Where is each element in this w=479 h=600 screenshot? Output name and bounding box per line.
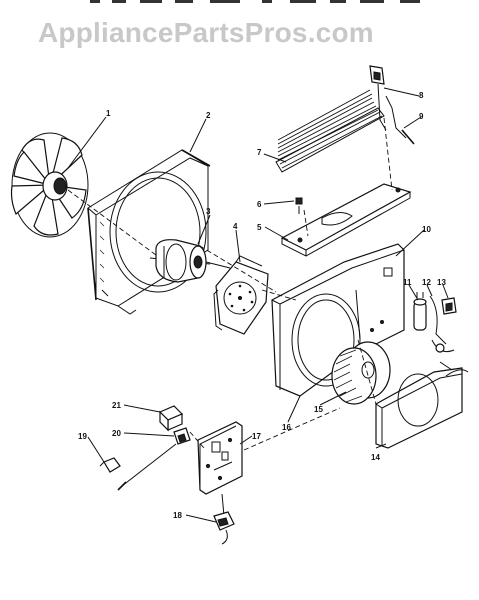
callout-2: 2 bbox=[206, 111, 211, 120]
callout-10: 10 bbox=[422, 225, 431, 234]
watermark-text: AppliancePartsPros.com bbox=[38, 17, 374, 48]
blower-wheel-part bbox=[331, 341, 391, 405]
callout-9: 9 bbox=[419, 112, 424, 121]
power-cord-part bbox=[213, 493, 235, 545]
selector-switch-part bbox=[158, 405, 184, 432]
callout-19: 19 bbox=[78, 432, 87, 441]
callout-13: 13 bbox=[437, 278, 446, 287]
capacitor-strap-part bbox=[429, 295, 455, 353]
callout-7: 7 bbox=[257, 148, 262, 157]
filter-grille-part bbox=[275, 89, 385, 173]
cropped-header-remnant bbox=[90, 0, 420, 3]
callout-15: 15 bbox=[314, 405, 323, 414]
callout-21: 21 bbox=[112, 401, 121, 410]
callout-4: 4 bbox=[233, 222, 238, 231]
knob-part bbox=[99, 457, 121, 473]
switch-bracket-part bbox=[369, 65, 415, 145]
callout-14: 14 bbox=[371, 453, 380, 462]
blower-housing-part bbox=[271, 243, 405, 397]
callout-8: 8 bbox=[419, 91, 424, 100]
fan-blade-part bbox=[10, 132, 89, 238]
control-panel-part bbox=[197, 421, 243, 495]
shroud-frame-part bbox=[87, 149, 211, 315]
leader-lines bbox=[67, 87, 449, 523]
callout-3: 3 bbox=[206, 207, 211, 216]
callout-5: 5 bbox=[257, 223, 262, 232]
callout-1: 1 bbox=[106, 109, 111, 118]
callout-labels: 1 2 3 4 5 6 7 8 9 10 11 12 13 14 15 16 1… bbox=[78, 91, 446, 520]
callout-6: 6 bbox=[257, 200, 262, 209]
clip-part bbox=[441, 297, 457, 315]
callout-16: 16 bbox=[282, 423, 291, 432]
fan-motor-part bbox=[149, 239, 231, 283]
capacitor-part bbox=[413, 292, 427, 331]
callout-20: 20 bbox=[112, 429, 121, 438]
callout-17: 17 bbox=[252, 432, 261, 441]
orifice-panel-part bbox=[375, 361, 469, 449]
thermostat-part bbox=[117, 427, 191, 491]
motor-mount-part bbox=[213, 255, 269, 335]
base-bracket-part bbox=[280, 183, 412, 257]
screw-part bbox=[295, 197, 303, 214]
callout-12: 12 bbox=[422, 278, 431, 287]
callout-11: 11 bbox=[403, 278, 412, 287]
callout-18: 18 bbox=[173, 511, 182, 520]
